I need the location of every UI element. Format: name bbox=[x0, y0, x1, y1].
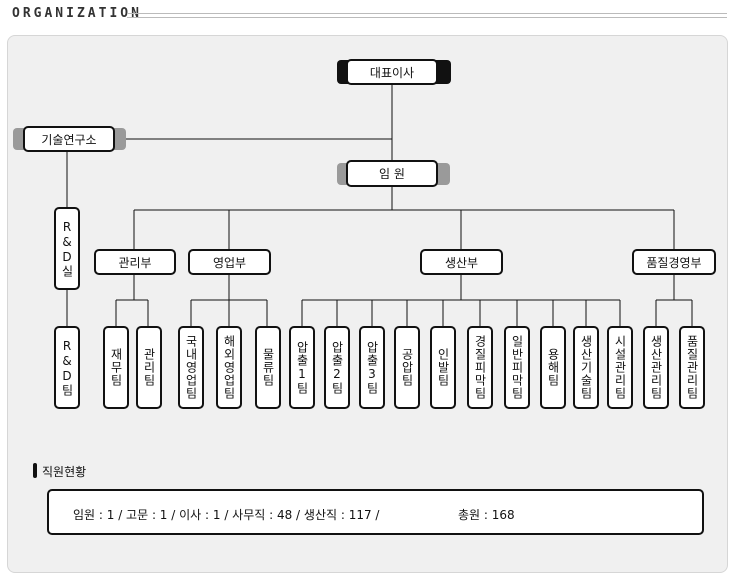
team-box: 일반피막팀 bbox=[504, 326, 530, 409]
team-box: 인발팀 bbox=[430, 326, 456, 409]
staff-summary: 임원 : 1 / 고문 : 1 / 이사 : 1 / 사무직 : 48 / 생산… bbox=[73, 508, 380, 522]
team-box: 공압팀 bbox=[394, 326, 420, 409]
header-rule bbox=[127, 13, 727, 18]
dept-production-box: 생산부 bbox=[420, 249, 503, 275]
team-box: 압출1팀 bbox=[289, 326, 315, 409]
staff-title-marker bbox=[33, 463, 37, 478]
dept-sales-box: 영업부 bbox=[188, 249, 271, 275]
institute-box: 기술연구소 bbox=[23, 126, 115, 152]
section-header: ORGANIZATION bbox=[12, 6, 142, 21]
staff-title: 직원현황 bbox=[33, 463, 86, 480]
executives-box: 임 원 bbox=[346, 160, 438, 187]
team-box: 국내영업팀 bbox=[178, 326, 204, 409]
rnd-team-box: R&D팀 bbox=[54, 326, 80, 409]
team-box: 용해팀 bbox=[540, 326, 566, 409]
ceo-box: 대표이사 bbox=[346, 59, 438, 85]
team-box: 관리팀 bbox=[136, 326, 162, 409]
org-chart-panel bbox=[7, 35, 728, 573]
staff-total: 총원 : 168 bbox=[458, 508, 515, 522]
rnd-office-box: R&D실 bbox=[54, 207, 80, 290]
team-box: 압출3팀 bbox=[359, 326, 385, 409]
team-box: 압출2팀 bbox=[324, 326, 350, 409]
team-box: 해외영업팀 bbox=[216, 326, 242, 409]
team-box: 품질관리팀 bbox=[679, 326, 705, 409]
team-box: 시설관리팀 bbox=[607, 326, 633, 409]
dept-quality-box: 품질경영부 bbox=[632, 249, 716, 275]
dept-management-box: 관리부 bbox=[94, 249, 176, 275]
team-box: 생산기술팀 bbox=[573, 326, 599, 409]
team-box: 생산관리팀 bbox=[643, 326, 669, 409]
team-box: 경질피막팀 bbox=[467, 326, 493, 409]
team-box: 물류팀 bbox=[255, 326, 281, 409]
staff-summary-box: 임원 : 1 / 고문 : 1 / 이사 : 1 / 사무직 : 48 / 생산… bbox=[47, 489, 704, 535]
team-box: 재무팀 bbox=[103, 326, 129, 409]
staff-title-text: 직원현황 bbox=[42, 465, 87, 479]
